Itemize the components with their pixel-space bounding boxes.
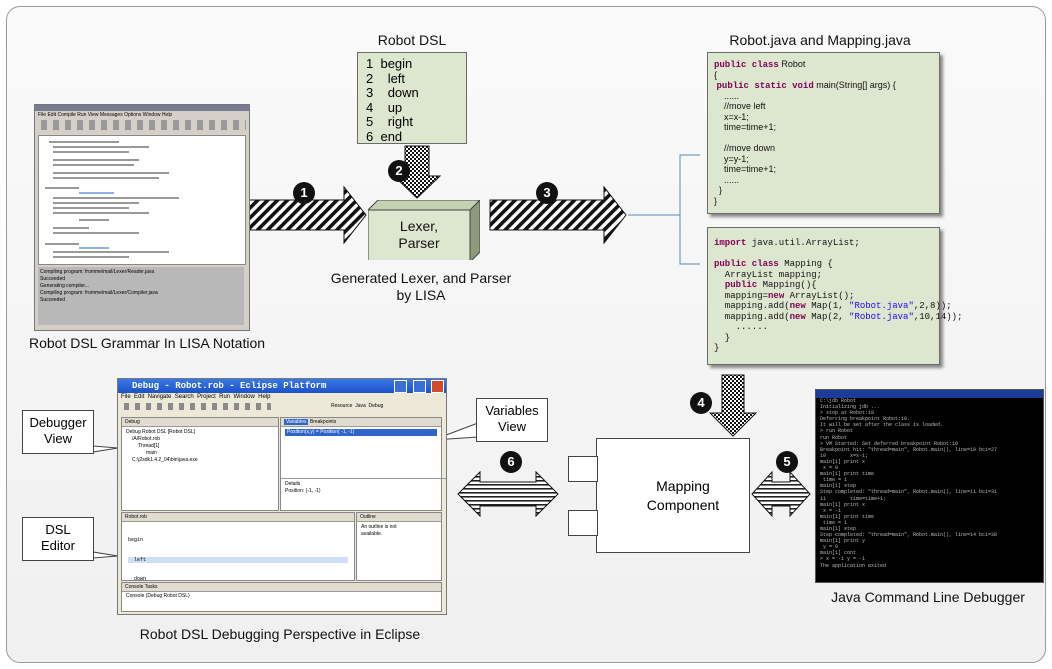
code-line: //move down (714, 143, 776, 153)
cmd-caption: Java Command Line Debugger (831, 589, 1025, 605)
eclipse-caption: Robot DSL Debugging Perspective in Eclip… (139, 626, 421, 642)
step-5-badge: 5 (776, 451, 798, 473)
console-line: 10 x=x-1; (820, 452, 869, 459)
dsl-line: 4 up (366, 99, 403, 115)
console-line: Step completed: "thread=main", Robot.mai… (820, 489, 998, 496)
code-line (714, 133, 933, 144)
arrow-3 (489, 185, 627, 245)
eclipse-screenshot: Debug - Robot.rob - Eclipse Platform Fil… (117, 378, 447, 615)
code-line: } (714, 332, 731, 343)
console-line: > run Robot (820, 428, 854, 435)
eclipse-titlebar: Debug - Robot.rob - Eclipse Platform (118, 379, 446, 393)
console-line: run Robot (820, 434, 848, 441)
console-line: main[1] step (820, 483, 857, 490)
lisa-menubar: File Edit Compile Run View Messages Opti… (38, 112, 173, 118)
code-line: ...... (714, 322, 769, 332)
console-line: 11 time=time+1; (820, 495, 887, 502)
step-6-badge: 6 (500, 451, 522, 473)
java-title: Robot.java and Mapping.java (729, 32, 911, 48)
eclipse-toolbar: Resource Java Debug (121, 401, 443, 412)
console-line: > VM Started: Set deferred breakpoint Ro… (820, 440, 959, 447)
eclipse-menubar: File Edit Navigate Search Project Run Wi… (121, 394, 271, 400)
code-line: x=x-1; (714, 111, 749, 122)
console-line: x = -1 (820, 507, 842, 514)
console-line: main[1] print x (820, 501, 866, 508)
console-line: time = 1 (820, 519, 848, 526)
step-2-badge: 2 (388, 160, 410, 182)
code-line (714, 249, 933, 260)
console-view: Console Tasks Console (Debug Robot DSL) (121, 582, 442, 612)
code-line: ...... (714, 90, 740, 101)
console-line: main[1] step (820, 525, 857, 532)
console-line: The application exited (820, 562, 887, 569)
console-line: main[1] print time (820, 471, 875, 478)
console-line: main[1] cont (820, 550, 857, 557)
console-line: Step completed: "thread=main", Robot.mai… (820, 532, 998, 539)
step-3-badge: 3 (536, 182, 558, 204)
code-line: } (714, 343, 720, 353)
arrow-5 (751, 470, 811, 518)
console-line: Initializing jdb ... (820, 404, 881, 411)
lisa-messages: Compiling program: frommelmail/Lexer/Rea… (38, 267, 244, 325)
robot-java-panel: public class Robot { public static void … (707, 52, 940, 214)
debug-view: Debug Debug Robot DSL [Robot DSL] /A/Rob… (121, 417, 279, 511)
dsl-line: 6 end (366, 128, 403, 144)
code-line: } (714, 195, 718, 206)
editor-callout-pointer (92, 551, 119, 559)
console-line: x = 0 (820, 465, 839, 472)
console-line: main[1] print y (820, 538, 866, 545)
code-line: ArrayList mapping; (714, 269, 823, 280)
debugger-callout-pointer (92, 445, 119, 453)
step-4-badge: 4 (690, 392, 712, 414)
grammar-caption: Robot DSL Grammar In LISA Notation (28, 335, 266, 351)
console-line: > x = -1 y = -1 (820, 556, 866, 563)
dsl-line: 1 begin (366, 56, 413, 71)
arrow-4 (708, 374, 758, 437)
code-line: } (714, 185, 723, 195)
arrow-6 (457, 470, 559, 518)
code-line: ...... (714, 174, 740, 185)
mapping-port-top (568, 456, 598, 482)
console-line: > stop at Robot:10 (820, 410, 875, 417)
console-line: time = 1 (820, 477, 848, 484)
console-line: main[1] print time (820, 513, 875, 520)
code-line: time=time+1; (714, 164, 777, 174)
console-line: main[1] print x (820, 458, 866, 465)
console-line: It will be set after the class is loaded… (820, 422, 944, 429)
step-1-badge: 1 (293, 182, 315, 204)
lexer-parser-box (368, 200, 480, 260)
robot-dsl-title: Robot DSL (377, 32, 447, 48)
robot-dsl-listing: 1 begin 2 left 3 down 4 up 5 right 6 end (357, 52, 467, 144)
console-line: Breakpoint hit: "thread=main", Robot.mai… (820, 446, 998, 453)
dsl-editor-view: Robot.rob begin left down up right end (121, 512, 355, 602)
code-line: time=time+1; (714, 122, 777, 132)
mapping-port-bottom (568, 510, 598, 536)
dsl-line: 3 down (366, 85, 419, 100)
console-line: Deferring breakpoint Robot:10. (820, 416, 911, 423)
lexer-parser-label: Lexer,Parser (398, 218, 440, 251)
lisa-screenshot: File Edit Compile Run View Messages Opti… (34, 104, 250, 331)
mapping-java-panel: import java.util.ArrayList; public class… (707, 227, 962, 365)
bracket-line (679, 154, 700, 265)
console-line: C:\jdb Robot (820, 398, 857, 404)
console-line: y = 0 (820, 544, 839, 551)
dsl-line: 5 right (366, 114, 413, 129)
dsl-line: 2 left (366, 70, 406, 86)
lisa-editor (38, 135, 246, 265)
code-line: { (714, 69, 718, 80)
code-line: y=y-1; (714, 153, 749, 164)
code-line: //move left (714, 101, 766, 111)
arrow-1 (247, 185, 367, 245)
variables-view: Variables Breakpoints Position(x,y) = Po… (280, 417, 446, 511)
